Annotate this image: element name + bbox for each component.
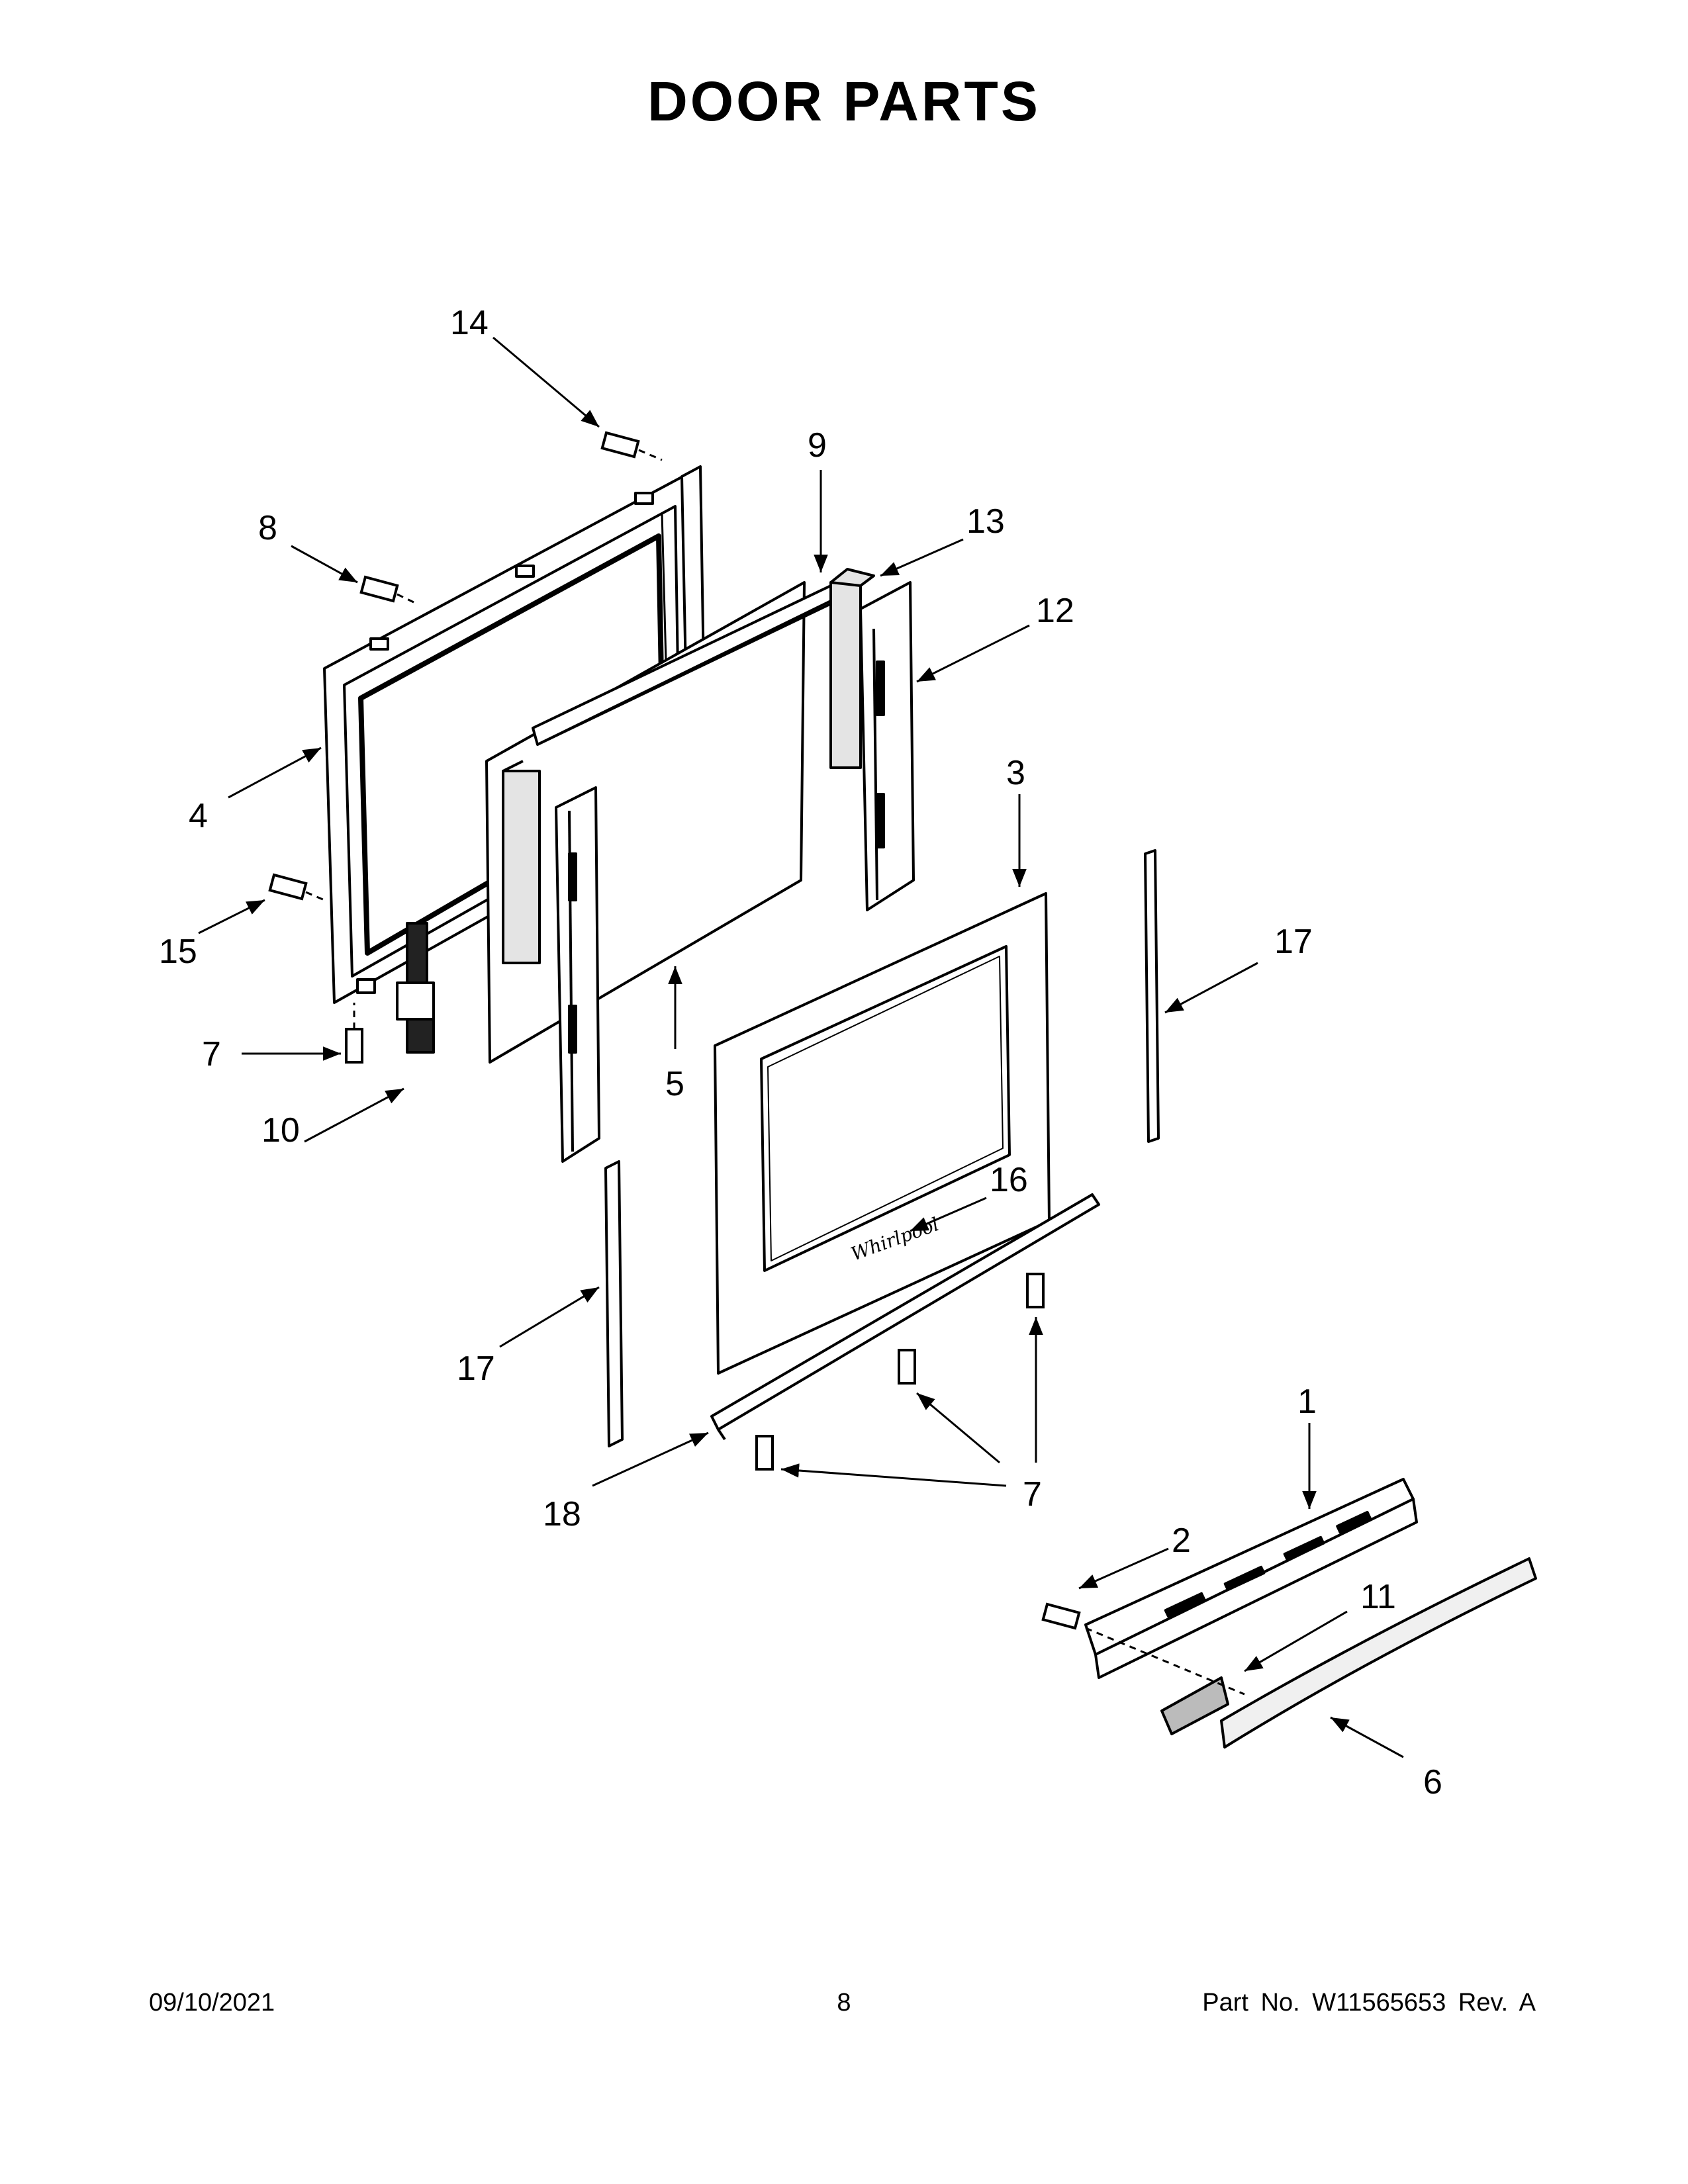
glass-pack-left-bracket	[502, 760, 541, 964]
callout-3: 3	[1006, 754, 1025, 792]
leader-13	[880, 538, 964, 577]
callout-6: 6	[1423, 1763, 1442, 1801]
screw-7-trim-c	[1026, 1273, 1045, 1308]
callout-5: 5	[665, 1065, 684, 1103]
callout-7-trim: 7	[1023, 1475, 1042, 1514]
leader-10	[304, 1087, 404, 1143]
trim-strip-right	[1144, 849, 1160, 1143]
callout-13: 13	[966, 502, 1005, 541]
screw-2	[1041, 1602, 1081, 1630]
leader-7b-b	[916, 1392, 1000, 1464]
hinge-channel-right	[859, 581, 915, 911]
callout-4: 4	[189, 797, 208, 835]
handle-end-cap	[1160, 1676, 1229, 1735]
leader-7b-a	[780, 1463, 1007, 1487]
leader-16	[910, 1197, 987, 1232]
leader-15	[198, 899, 265, 934]
screw-7-trim-b	[898, 1349, 916, 1385]
outer-door-panel	[714, 892, 1051, 1375]
screw-7-frame	[345, 1028, 363, 1064]
leader-2	[1078, 1547, 1169, 1590]
callout-2: 2	[1172, 1522, 1191, 1560]
callout-10: 10	[261, 1111, 300, 1150]
leader-8	[291, 545, 358, 584]
door-hinge	[396, 922, 435, 1054]
leader-4	[228, 747, 322, 799]
bottom-door-trim	[710, 1193, 1100, 1441]
callout-15: 15	[159, 933, 197, 971]
leader-14	[492, 336, 600, 428]
leader-17a	[1164, 962, 1258, 1014]
trim-strip-left	[604, 1160, 624, 1447]
callout-16: 16	[990, 1161, 1028, 1199]
screw-8	[359, 575, 399, 603]
callout-17-right: 17	[1274, 923, 1313, 961]
callout-18: 18	[543, 1495, 581, 1533]
vent-bracket	[1084, 1478, 1418, 1679]
callout-1: 1	[1297, 1383, 1317, 1421]
callout-9: 9	[808, 426, 827, 465]
footer-part-info: Part No. W11565653 Rev. A	[1202, 1989, 1536, 2017]
leader-18	[592, 1432, 709, 1487]
callout-17-left: 17	[457, 1349, 495, 1388]
door-handle	[1220, 1557, 1537, 1749]
callout-12: 12	[1036, 592, 1074, 630]
callout-11: 11	[1360, 1578, 1396, 1616]
footer-page-number: 8	[837, 1989, 851, 2017]
insulation-block	[829, 568, 875, 769]
callout-8: 8	[258, 509, 277, 547]
footer-date: 09/10/2021	[149, 1989, 275, 2017]
hinge-channel-left	[555, 786, 600, 1163]
screw-7-trim-a	[755, 1435, 774, 1471]
screw-14	[600, 431, 640, 459]
leader-17b	[499, 1286, 600, 1348]
page-title: DOOR PARTS	[647, 70, 1041, 132]
screw-15	[268, 873, 308, 901]
leader-12	[916, 624, 1030, 683]
leader-11	[1244, 1610, 1348, 1672]
callout-7-frame: 7	[202, 1035, 221, 1073]
leader-6	[1330, 1716, 1404, 1758]
callout-14: 14	[450, 304, 489, 342]
